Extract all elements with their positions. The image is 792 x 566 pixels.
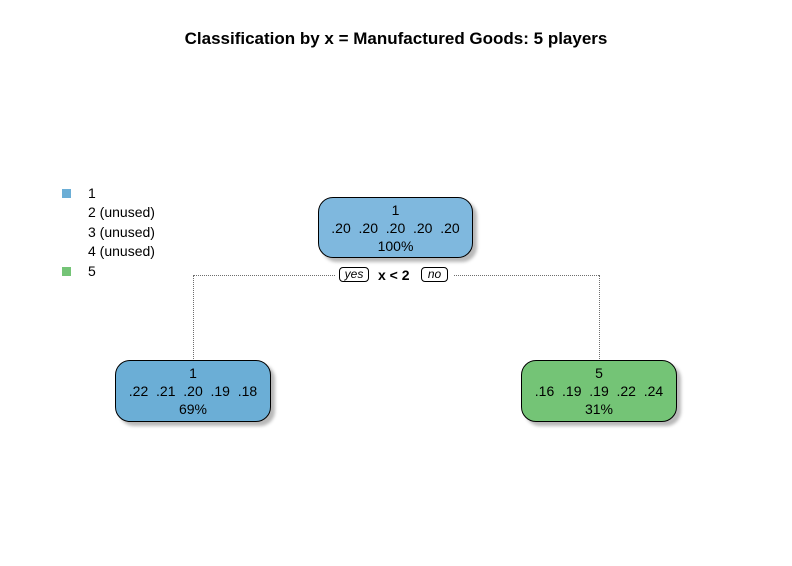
legend-swatch-1: [62, 189, 71, 198]
node-percent: 31%: [584, 401, 614, 417]
node-class: 5: [595, 365, 603, 381]
legend-swatch-5: [62, 266, 71, 276]
node-percent: 100%: [377, 238, 414, 254]
legend-item-2: 2 (unused): [62, 203, 155, 222]
legend-label: 3 (unused): [88, 223, 155, 240]
node-class: 1: [189, 365, 197, 381]
legend-label: 5: [88, 262, 96, 279]
node-percent: 69%: [178, 401, 208, 417]
no-tag: no: [421, 267, 448, 282]
right-branch-line: [599, 275, 600, 361]
legend-item-4: 4 (unused): [62, 242, 155, 261]
node-probabilities: .20 .20 .20 .20 .20: [331, 220, 460, 236]
root-node: 1 .20 .20 .20 .20 .20 100%: [318, 197, 473, 258]
legend-item-5: 5: [62, 262, 155, 281]
node-probabilities: .16 .19 .19 .22 .24: [534, 383, 664, 399]
legend-label: 2 (unused): [88, 204, 155, 221]
legend-label: 1: [88, 185, 96, 201]
yes-tag: yes: [339, 267, 369, 282]
legend-item-1: 1: [62, 184, 155, 203]
legend-label: 4 (unused): [88, 243, 155, 260]
left-branch-line: [193, 275, 194, 361]
legend: 1 2 (unused) 3 (unused) 4 (unused) 5: [62, 184, 155, 281]
legend-item-3: 3 (unused): [62, 223, 155, 242]
node-class: 1: [391, 202, 400, 218]
diagram-title: Classification by x = Manufactured Goods…: [184, 29, 608, 48]
left-leaf-node: 1 .22 .21 .20 .19 .18 69%: [115, 360, 271, 422]
split-condition: x < 2: [378, 267, 410, 283]
right-leaf-node: 5 .16 .19 .19 .22 .24 31%: [521, 360, 677, 422]
node-probabilities: .22 .21 .20 .19 .18: [128, 383, 258, 399]
